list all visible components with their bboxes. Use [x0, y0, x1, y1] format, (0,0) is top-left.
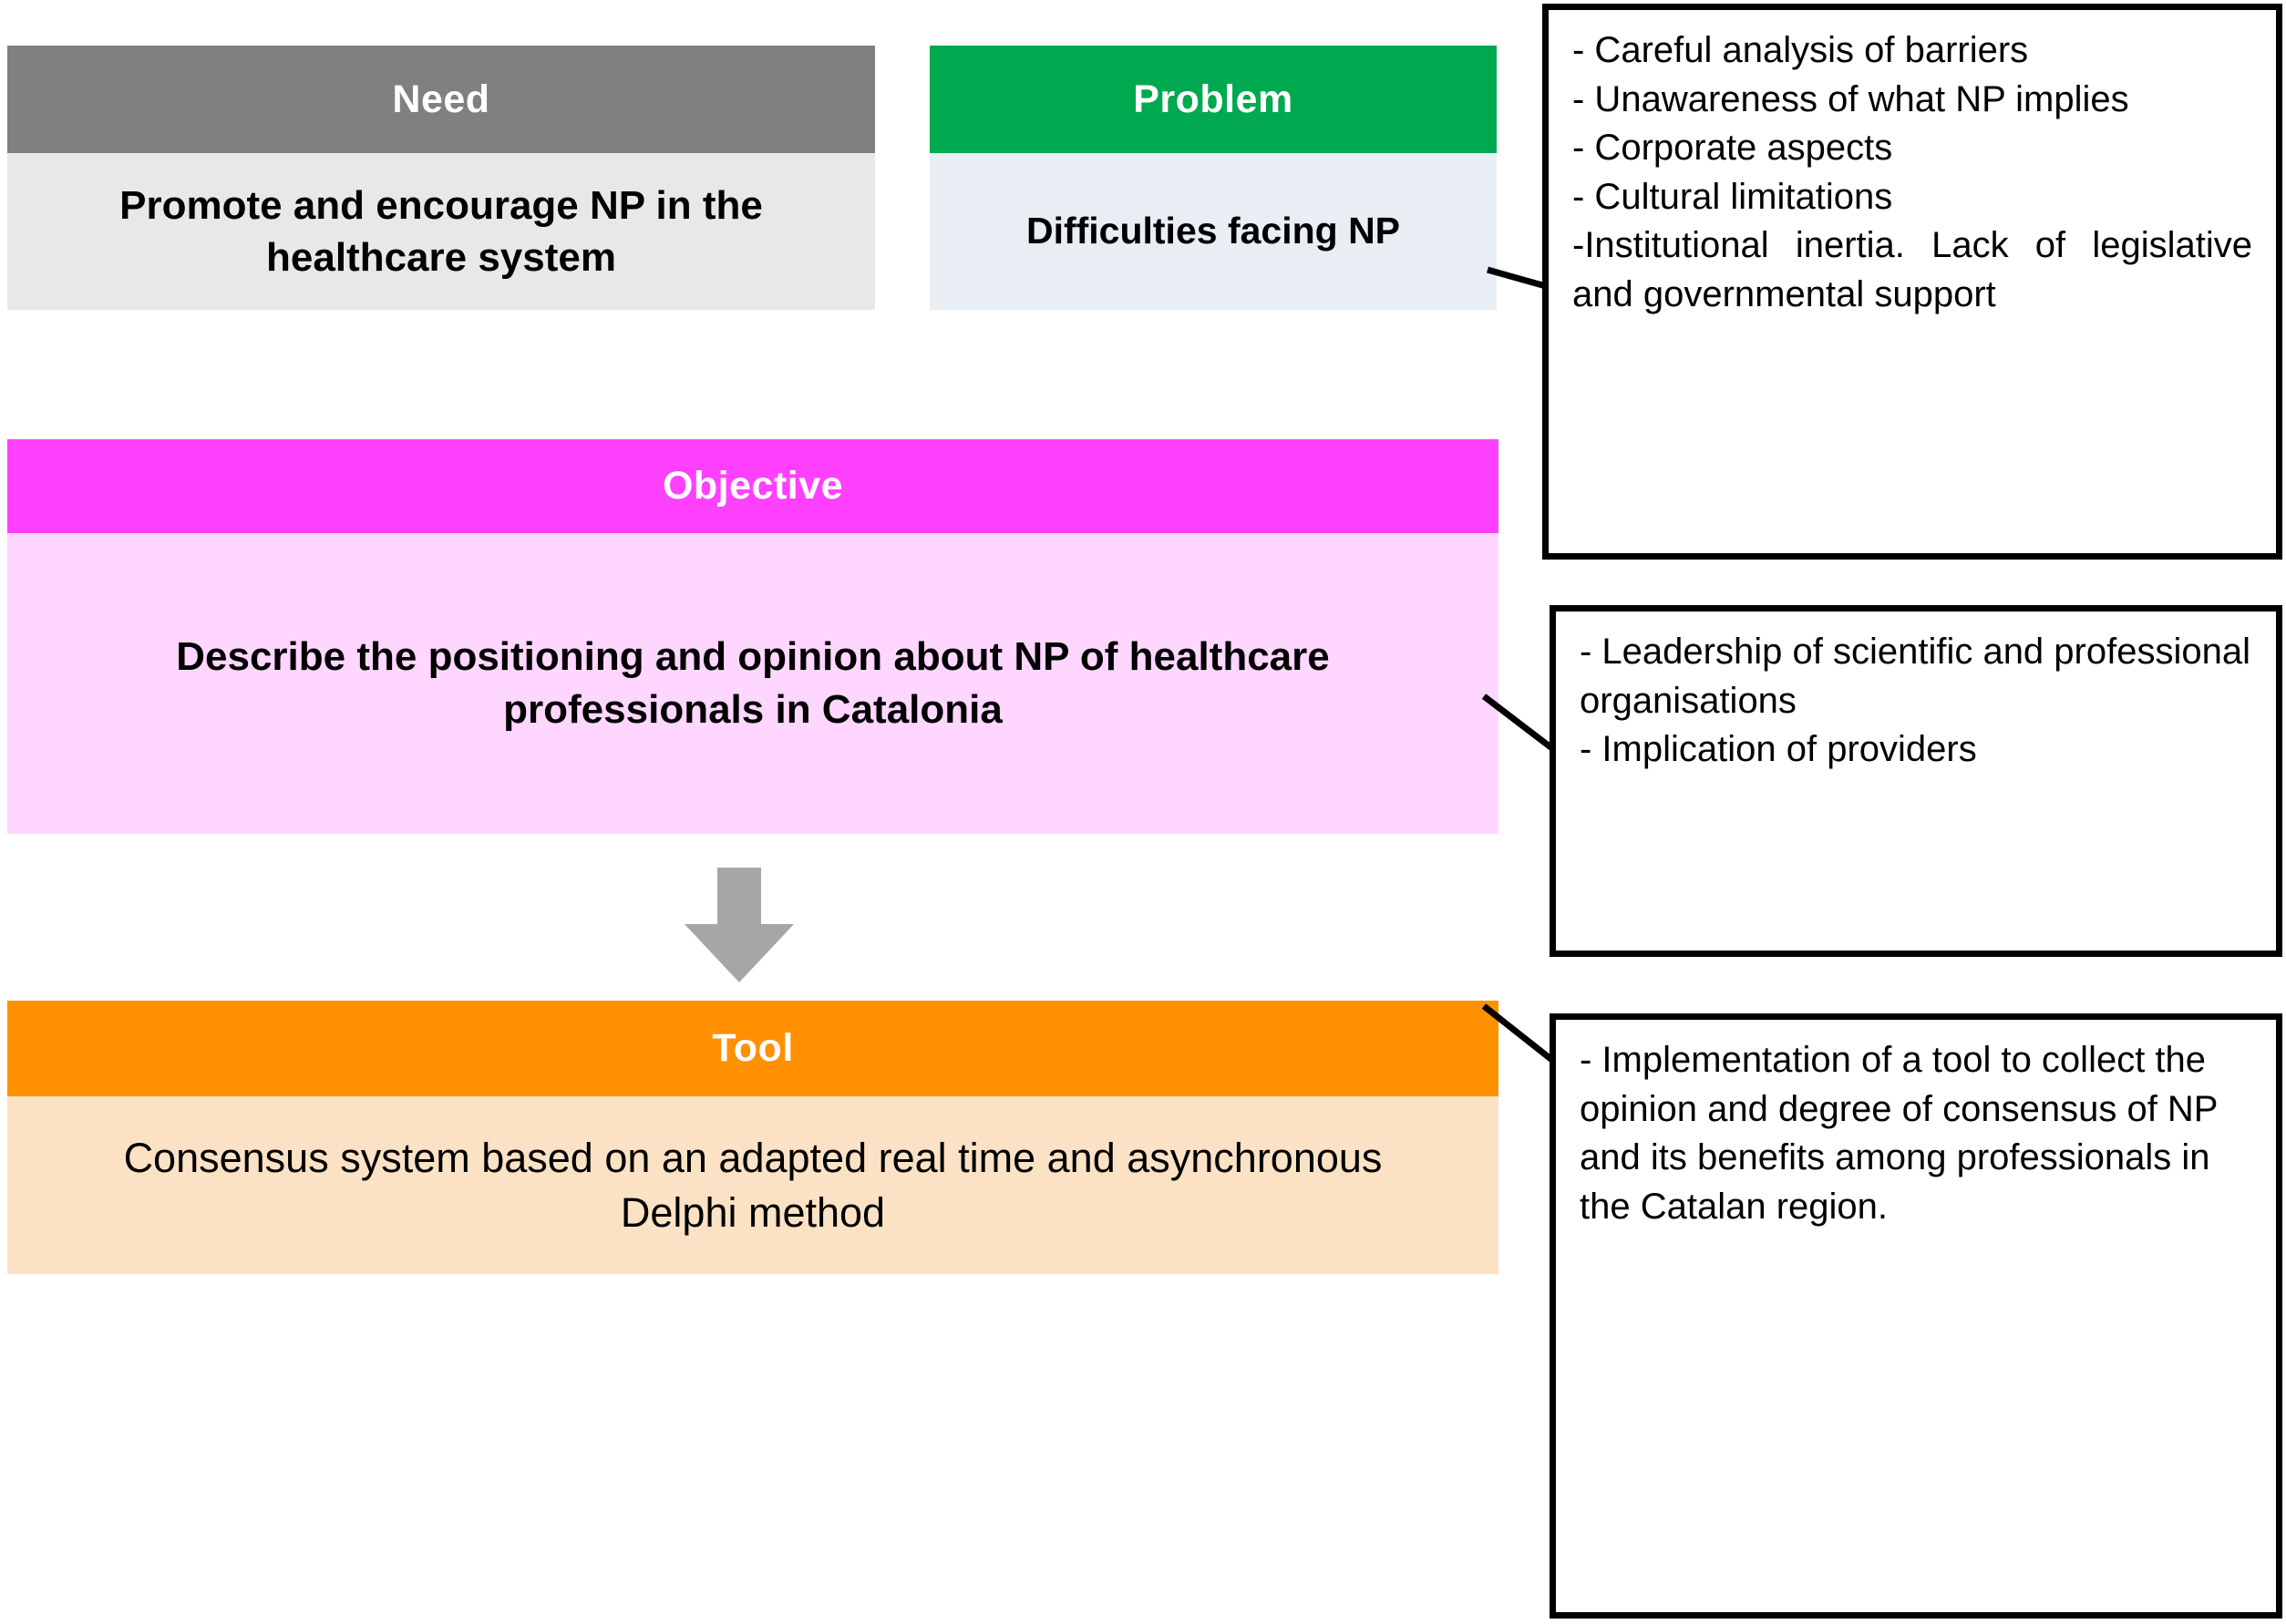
problem-body: Difficulties facing NP	[930, 153, 1497, 310]
problem-block: Problem Difficulties facing NP	[930, 46, 1497, 310]
problem-header: Problem	[930, 46, 1497, 153]
callout-objective-line-0: - Leadership of scientific and professio…	[1580, 632, 2250, 721]
tool-header: Tool	[7, 1001, 1498, 1096]
callout-objective-details: - Leadership of scientific and professio…	[1550, 605, 2282, 957]
tool-block: Tool Consensus system based on an adapte…	[7, 1001, 1498, 1274]
callout-tool-line-0: - Implementation of a tool to collect th…	[1580, 1040, 2218, 1227]
objective-body: Describe the positioning and opinion abo…	[7, 533, 1498, 834]
callout-problem-line-0: - Careful analysis of barriers	[1572, 30, 2029, 70]
callout-problem-line-4: -Institutional inertia. Lack of legislat…	[1572, 225, 2252, 314]
callout-problem-line-3: - Cultural limitations	[1572, 176, 1893, 217]
callout-tool-details: - Implementation of a tool to collect th…	[1550, 1013, 2282, 1619]
callout-problem-line-1: - Unawareness of what NP implies	[1572, 78, 2129, 119]
tool-body: Consensus system based on an adapted rea…	[7, 1096, 1498, 1274]
callout-problem-details: - Careful analysis of barriers - Unaware…	[1542, 4, 2282, 560]
callout-problem-line-2: - Corporate aspects	[1572, 128, 1893, 169]
callout-objective-line-1: - Implication of providers	[1580, 729, 1977, 770]
down-arrow-icon	[685, 868, 794, 982]
need-header: Need	[7, 46, 875, 153]
need-block: Need Promote and encourage NP in the hea…	[7, 46, 875, 310]
objective-block: Objective Describe the positioning and o…	[7, 439, 1498, 834]
need-body: Promote and encourage NP in the healthca…	[7, 153, 875, 310]
objective-header: Objective	[7, 439, 1498, 533]
